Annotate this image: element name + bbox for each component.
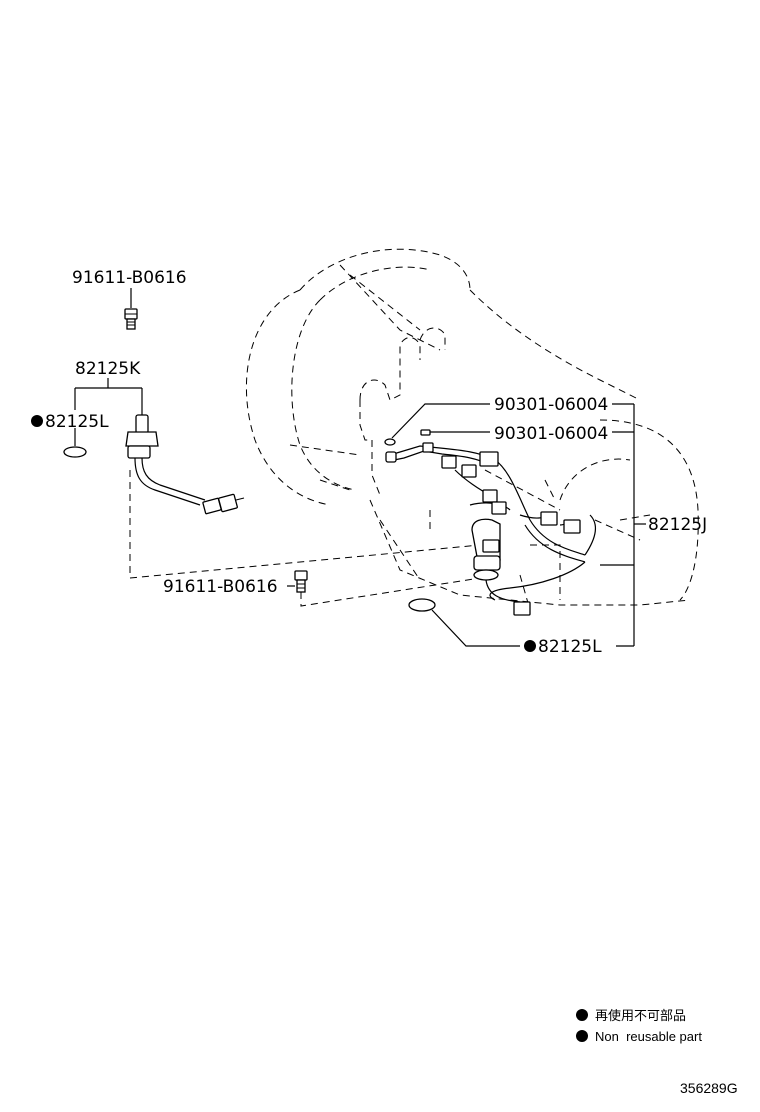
non-reusable-marker <box>31 415 43 427</box>
label-plug-2: 90301-06004 <box>494 424 608 444</box>
legend-dot-english <box>576 1030 588 1042</box>
label-sensor-top: 82125K <box>75 359 141 379</box>
lower-bolt-leader <box>300 577 481 607</box>
oring-lower <box>408 598 436 612</box>
plug-gasket-1 <box>384 438 396 446</box>
legend-japanese: 再使用不可部品 <box>595 1008 686 1023</box>
left-label-bracket <box>74 378 143 446</box>
label-bolt-lower: 91611-B0616 <box>163 577 278 597</box>
non-reusable-marker <box>524 640 536 652</box>
legend-english: Non reusable part <box>595 1029 702 1044</box>
label-harness: 82125J <box>648 515 707 535</box>
right-leaders <box>391 403 646 647</box>
legend-dot-japanese <box>576 1009 588 1021</box>
label-oring-left: 82125L <box>45 412 109 432</box>
legend: 再使用不可部品 Non reusable part <box>576 1008 702 1044</box>
wire-harness <box>385 442 597 616</box>
label-oring-lower: 82125L <box>538 637 602 657</box>
diagram-code: 356289G <box>680 1080 738 1096</box>
plug-gasket-2 <box>420 429 431 436</box>
label-plug-1: 90301-06004 <box>494 395 608 415</box>
lower-bolt <box>287 570 308 593</box>
left-sensor-leader <box>129 470 481 579</box>
oring-left <box>63 446 87 458</box>
left-bolt <box>124 288 138 330</box>
speed-sensor-left <box>125 414 245 515</box>
transmission-housing <box>245 248 699 611</box>
speed-sensor-right <box>471 518 521 603</box>
label-bolt-top: 91611-B0616 <box>72 268 187 288</box>
